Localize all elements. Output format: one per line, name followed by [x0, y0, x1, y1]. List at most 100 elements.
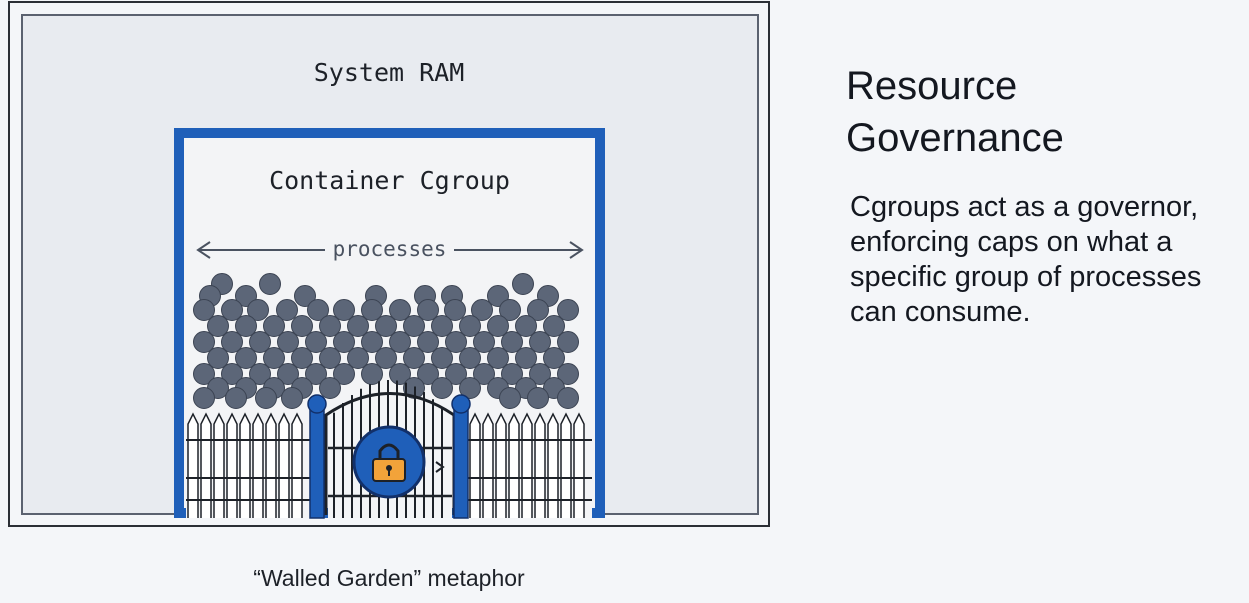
process-circle	[281, 387, 303, 409]
process-circle	[431, 347, 453, 369]
process-circle	[557, 299, 579, 321]
process-circle	[473, 363, 495, 385]
process-circle	[333, 331, 355, 353]
fence-picket	[508, 412, 520, 518]
process-circle	[499, 387, 521, 409]
process-circle	[305, 363, 327, 385]
fence-picket	[278, 412, 290, 518]
process-circle	[235, 347, 257, 369]
process-circle	[487, 315, 509, 337]
process-circle	[529, 331, 551, 353]
process-circle	[375, 347, 397, 369]
process-circle	[389, 331, 411, 353]
process-circle	[557, 363, 579, 385]
process-circle	[515, 315, 537, 337]
process-circle	[459, 377, 481, 399]
process-circle	[375, 315, 397, 337]
process-circle	[207, 347, 229, 369]
fence-picket	[200, 412, 212, 518]
process-circle	[417, 331, 439, 353]
process-circle	[529, 363, 551, 385]
gate	[324, 392, 456, 515]
process-circle	[431, 315, 453, 337]
fence-picket	[534, 412, 546, 518]
process-circle	[319, 347, 341, 369]
process-circle	[543, 347, 565, 369]
section-title: Resource Governance	[846, 64, 1064, 160]
fence-picket	[239, 412, 251, 518]
process-circle	[307, 299, 329, 321]
padlock-icon	[352, 425, 426, 499]
process-circle	[319, 377, 341, 399]
process-circle	[347, 347, 369, 369]
gate-latch	[435, 461, 445, 473]
fence-picket	[469, 412, 481, 518]
container-cgroup-label: Container Cgroup	[269, 166, 510, 195]
process-circle	[501, 363, 523, 385]
process-circle	[403, 347, 425, 369]
process-circle	[347, 315, 369, 337]
fence	[186, 412, 592, 518]
process-cluster	[193, 273, 579, 409]
gate-posts	[307, 394, 471, 519]
process-circle	[193, 331, 215, 353]
process-circle	[361, 363, 383, 385]
process-circle	[444, 299, 466, 321]
process-circle	[361, 299, 383, 321]
process-circle	[543, 315, 565, 337]
process-circle	[235, 285, 257, 307]
fence-picket	[495, 412, 507, 518]
process-circle	[235, 315, 257, 337]
process-circle	[459, 347, 481, 369]
process-circle	[207, 315, 229, 337]
fence-picket	[213, 412, 225, 518]
fence-picket	[547, 412, 559, 518]
process-circle	[417, 299, 439, 321]
process-circle	[471, 299, 493, 321]
process-circle	[255, 387, 277, 409]
process-circle	[557, 331, 579, 353]
system-ram-label: System RAM	[313, 58, 465, 87]
process-circle	[276, 299, 298, 321]
fence-picket	[265, 412, 277, 518]
process-circle	[225, 387, 247, 409]
process-circle	[459, 315, 481, 337]
fence-picket	[521, 412, 533, 518]
fence-picket	[482, 412, 494, 518]
process-circle	[193, 387, 215, 409]
process-circle	[277, 363, 299, 385]
process-circle	[221, 331, 243, 353]
fence-picket	[573, 412, 585, 518]
diagram-caption: “Walled Garden” metaphor	[253, 565, 525, 591]
process-circle	[305, 331, 327, 353]
process-circle	[263, 315, 285, 337]
process-circle	[473, 331, 495, 353]
process-circle	[557, 387, 579, 409]
process-circle	[501, 331, 523, 353]
process-circle	[291, 347, 313, 369]
process-circle	[249, 363, 271, 385]
fence-picket	[291, 412, 303, 518]
processes-label: processes	[174, 237, 605, 261]
process-circle	[294, 285, 316, 307]
process-circle	[319, 315, 341, 337]
process-circle	[333, 363, 355, 385]
process-circle	[277, 331, 299, 353]
process-circle	[417, 363, 439, 385]
process-circle	[259, 273, 281, 295]
process-circle	[361, 331, 383, 353]
process-circle	[193, 363, 215, 385]
process-circle	[333, 299, 355, 321]
process-circle	[403, 315, 425, 337]
process-circle	[487, 285, 509, 307]
process-circle	[247, 299, 269, 321]
process-circle	[499, 299, 521, 321]
process-circle	[249, 331, 271, 353]
fence-picket	[252, 412, 264, 518]
fence-picket	[560, 412, 572, 518]
process-circle	[527, 299, 549, 321]
process-circle	[515, 347, 537, 369]
process-circle	[512, 273, 534, 295]
process-circle	[193, 299, 215, 321]
